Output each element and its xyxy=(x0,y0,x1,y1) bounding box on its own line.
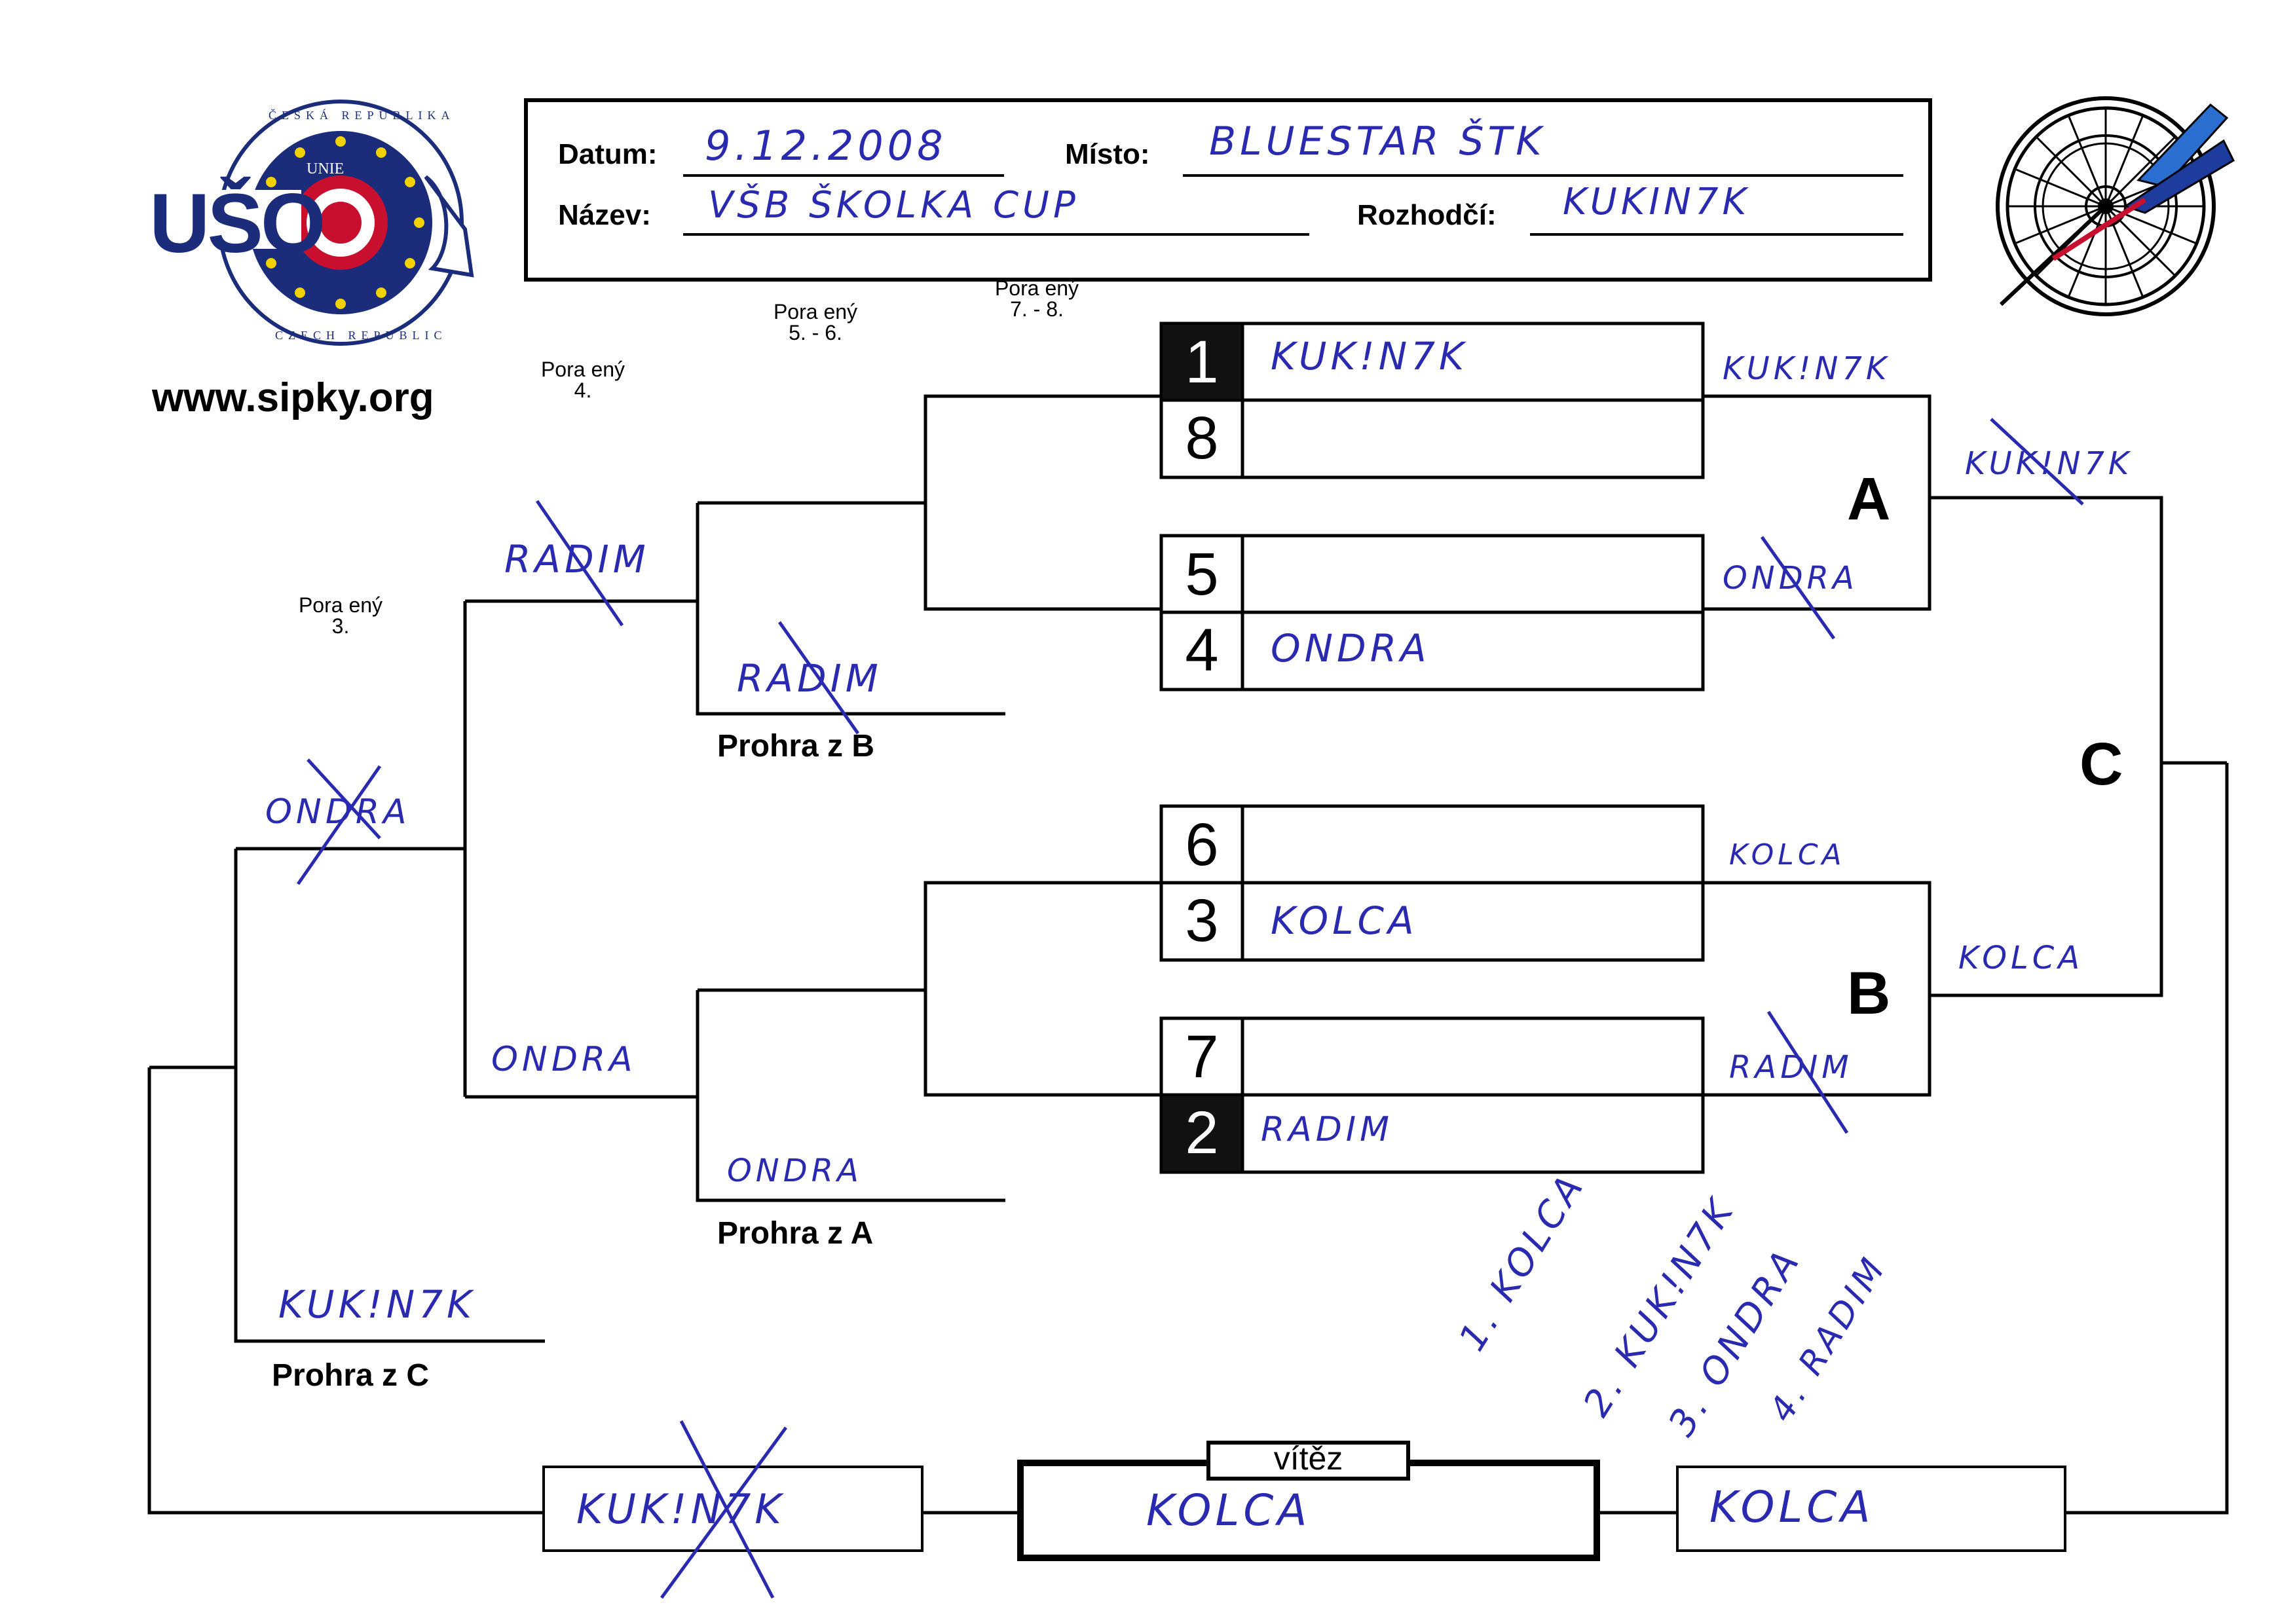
uso-logo: UŠO UNIE ČESKÁ REPUBLIKA CZECH REPUBLIC xyxy=(144,98,498,347)
strike-lb-from-b xyxy=(777,621,860,735)
seed-number-2: 2 xyxy=(1185,1099,1219,1166)
rozhodci-underline xyxy=(1530,233,1903,236)
lb-from-c-name[interactable]: KUK!N7K xyxy=(278,1282,476,1327)
strike-wb-a-lower xyxy=(1760,536,1836,640)
placement-56-rank: 5. - 6. xyxy=(789,321,842,344)
strike-lb-r2-b xyxy=(296,765,382,885)
seed-number-4: 4 xyxy=(1185,617,1219,684)
strike-wb-a-winner xyxy=(1990,418,2084,506)
placement-4-title: Pora ený xyxy=(540,358,625,381)
misto-label: Místo: xyxy=(1065,138,1150,170)
prohra-z-b-label: Prohra z B xyxy=(717,729,875,764)
datum-label: Datum: xyxy=(558,138,658,170)
logo-ring-top: ČESKÁ REPUBLIKA xyxy=(269,109,455,122)
nazev-label: Název: xyxy=(558,199,651,231)
strike-lb-r2-a xyxy=(307,758,381,840)
misto-underline xyxy=(1183,174,1903,177)
datum-value: 9.12.2008 xyxy=(705,122,947,170)
prohra-z-a-label: Prohra z A xyxy=(717,1216,874,1251)
seed-number-3: 3 xyxy=(1185,887,1219,954)
placement-4-rank: 4. xyxy=(574,378,592,402)
wb-b-winner[interactable]: KOLCA xyxy=(1958,940,2084,976)
final-winner-name[interactable]: KOLCA xyxy=(1146,1485,1311,1536)
wb-b-upper-winner[interactable]: KOLCA xyxy=(1729,838,1846,872)
nazev-value: VŠB ŠKOLKA CUP xyxy=(708,184,1079,227)
placement-3-title: Pora ený xyxy=(298,593,383,617)
final-right-name[interactable]: KOLCA xyxy=(1709,1482,1875,1532)
lb-r1-lower-winner[interactable]: ONDRA xyxy=(491,1040,637,1079)
strike-final-left-b xyxy=(660,1426,788,1599)
seed-1-name[interactable]: KUK!N7K xyxy=(1271,334,1468,378)
seed-number-1: 1 xyxy=(1185,329,1219,396)
datum-underline xyxy=(683,174,1004,177)
wb-a-lower-winner[interactable]: ONDRA xyxy=(1723,560,1858,597)
misto-value: BLUESTAR ŠTK xyxy=(1209,119,1546,164)
lb-from-a-name[interactable]: ONDRA xyxy=(727,1153,863,1189)
lb-r2-winner[interactable]: ONDRA xyxy=(265,792,411,832)
vitez-label: vítěz xyxy=(1273,1440,1343,1477)
logo-ring-bottom: CZECH REPUBLIC xyxy=(275,329,447,342)
strike-wb-b-lower xyxy=(1766,1010,1849,1134)
placement-3-rank: 3. xyxy=(331,614,350,638)
placement-78: Pora ený 7. - 8. xyxy=(971,278,1102,320)
dartboard-icon xyxy=(1996,96,2235,316)
placement-78-rank: 7. - 8. xyxy=(1010,297,1064,321)
logo-unie: UNIE xyxy=(307,160,345,177)
nazev-underline xyxy=(683,233,1309,236)
seed-number-7: 7 xyxy=(1185,1024,1219,1090)
seed-number-6: 6 xyxy=(1185,811,1219,878)
placement-56-title: Pora ený xyxy=(773,300,858,323)
seed-3-name[interactable]: KOLCA xyxy=(1271,898,1418,943)
seed-number-5: 5 xyxy=(1185,541,1219,608)
website-link[interactable]: www.sipky.org xyxy=(152,375,434,420)
prohra-z-c-label: Prohra z C xyxy=(272,1358,430,1393)
match-label-c: C xyxy=(2080,731,2123,798)
tournament-header: Datum: 9.12.2008 Místo: BLUESTAR ŠTK Náz… xyxy=(524,98,1932,282)
seed-number-8: 8 xyxy=(1185,405,1219,471)
rozhodci-label: Rozhodčí: xyxy=(1357,199,1497,231)
logo-letters: UŠO xyxy=(149,177,326,270)
placement-3: Pora ený 3. xyxy=(275,595,406,637)
placement-78-title: Pora ený xyxy=(994,276,1079,300)
match-label-b: B xyxy=(1847,960,1891,1027)
seed-2-name[interactable]: RADIM xyxy=(1261,1110,1393,1149)
strike-lb-r1-upper xyxy=(535,500,624,627)
placement-56: Pora ený 5. - 6. xyxy=(750,301,881,343)
wb-b-lower-winner[interactable]: RADIM xyxy=(1729,1049,1853,1086)
final-left-name[interactable]: KUK!N7K xyxy=(576,1485,785,1533)
wb-a-winner[interactable]: KUK!N7K xyxy=(1965,445,2133,482)
seed-4-name[interactable]: ONDRA xyxy=(1271,626,1430,671)
wb-a-upper-winner[interactable]: KUK!N7K xyxy=(1723,350,1891,387)
rozhodci-value: KUKIN7K xyxy=(1563,181,1751,223)
uso-emblem-icon xyxy=(151,100,474,346)
placement-4: Pora ený 4. xyxy=(517,359,648,401)
match-label-a: A xyxy=(1847,466,1891,532)
